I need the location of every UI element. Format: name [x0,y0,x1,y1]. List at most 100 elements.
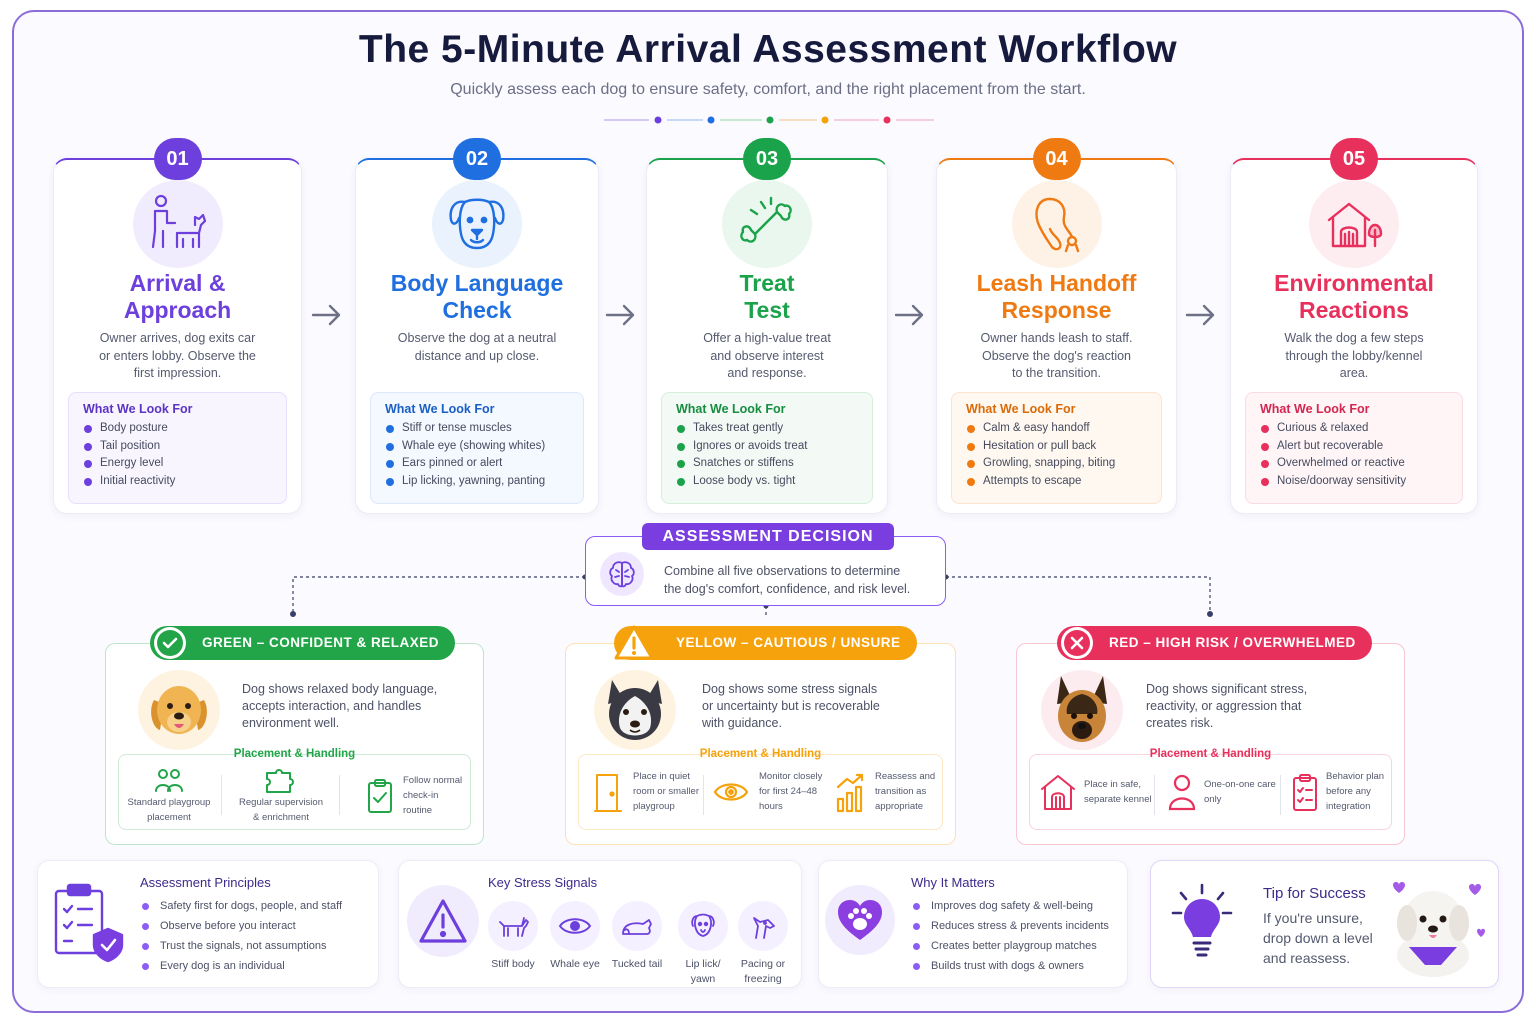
bone-icon [722,180,812,268]
look-for-item: Alert but recoverable [1260,438,1448,456]
step-description: Owner hands leash to staff.Observe the d… [980,331,1133,380]
tip-title: Tip for Success [1263,885,1366,902]
look-for-item: Hesitation or pull back [966,438,1147,456]
signal-stiff-body: Stiff body [483,901,543,972]
arrow-right-icon [311,304,341,326]
step-title: Arrival &Approach [123,270,232,323]
outcome-label-red: RED – HIGH RISK / OVERWHELMED [1057,626,1372,660]
bar-chart-up-icon [836,773,864,812]
dog-head-icon [738,901,788,951]
tip-for-success-card: Tip for Success If you're unsure,drop do… [1150,860,1499,988]
divider [221,775,222,815]
page-title: The 5-Minute Arrival Assessment Workflow [358,28,1178,71]
clipboard-check-icon [367,778,392,813]
decorative-dot-divider [604,116,934,124]
look-for-title: What We Look For [676,402,786,416]
divider [339,775,340,815]
signal-whale-eye: Whale eye [545,901,605,972]
placement-item: Place in safe,separate kennel [1040,773,1152,811]
door-icon [594,773,622,812]
look-for-item: Energy level [83,455,272,473]
step-number-badge: 05 [1330,138,1378,180]
matters-title: Why It Matters [911,875,995,890]
outcome-card-green: GREEN – CONFIDENT & RELAXED Dog shows re… [105,626,484,845]
warning-icon [407,885,479,957]
key-stress-signals-card: Key Stress Signals Stiff body Whale eye … [398,860,802,988]
step-number-badge: 01 [153,138,202,180]
placement-title: Placement & Handling [233,748,356,760]
look-for-item: Lip licking, yawning, panting [385,473,569,491]
placement-title: Placement & Handling [699,748,822,760]
person-with-dog-icon [132,180,223,268]
look-for-item: Noise/doorway sensitivity [1260,473,1448,491]
page-subtitle: Quickly assess each dog to ensure safety… [450,81,1086,98]
look-for-item: Body posture [83,420,272,438]
arrow-right-icon [894,304,924,326]
eye-icon [713,782,749,801]
signals-title: Key Stress Signals [488,875,598,890]
look-for-item: Ignores or avoids treat [676,438,858,456]
divider [1280,775,1281,815]
look-for-box: What We Look For Takes treat gently Igno… [661,392,873,504]
look-for-item: Attempts to escape [966,473,1147,491]
assessment-principles-card: Assessment Principles Safety first for d… [37,860,379,988]
step-number-badge: 02 [453,138,501,180]
kennel-house-icon [1309,180,1399,268]
stiff-dog-icon [488,901,538,951]
matters-item: Builds trust with dogs & owners [911,956,1109,976]
look-for-item: Loose body vs. tight [676,473,858,491]
clipboard-shield-icon [54,883,124,963]
look-for-box: What We Look For Stiff or tense muscles … [370,392,584,504]
placement-item: Regular supervision& enrichment [231,767,331,825]
divider [703,775,704,815]
look-for-item: Overwhelmed or reactive [1260,455,1448,473]
husky-avatar [594,670,676,750]
outcome-label-green: GREEN – CONFIDENT & RELAXED [150,626,456,660]
german-shepherd-avatar [1041,670,1123,750]
look-for-box: What We Look For Calm & easy handoff Hes… [951,392,1162,504]
step-number-badge: 04 [1032,138,1081,180]
puzzle-icon [266,769,294,793]
warning-triangle-icon [612,622,656,664]
divider [1154,775,1155,815]
placement-title: Placement & Handling [1149,748,1272,760]
matters-item: Creates better playgroup matches [911,936,1109,956]
look-for-box: What We Look For Curious & relaxed Alert… [1245,392,1463,504]
look-for-item: Calm & easy handoff [966,420,1147,438]
look-for-item: Takes treat gently [676,420,858,438]
step-card-1: 01 Arrival &Approach Owner arrives, dog … [53,138,302,514]
group-icon [155,769,183,792]
look-for-title: What We Look For [385,402,495,416]
x-circle-icon [1061,627,1093,659]
matters-item: Reduces stress & prevents incidents [911,916,1109,936]
decision-text: Combine all five observations to determi… [664,564,911,596]
signal-tucked-tail: Tucked tail [607,901,667,972]
principle-item: Every dog is an individual [140,956,342,976]
outcome-description: Dog shows significant stress,reactivity,… [1146,682,1308,730]
dog-face-icon [678,901,728,951]
look-for-item: Snatches or stiffens [676,455,858,473]
look-for-title: What We Look For [966,402,1076,416]
look-for-box: What We Look For Body posture Tail posit… [68,392,287,504]
assessment-decision-label: ASSESSMENT DECISION [642,523,894,550]
principles-title: Assessment Principles [140,875,271,890]
outcome-card-red: RED – HIGH RISK / OVERWHELMED Dog shows … [1016,626,1405,845]
lightbulb-icon [1171,883,1233,957]
checklist-icon [1293,773,1317,811]
dog-face-icon [432,180,522,268]
step-number-badge: 03 [743,138,791,180]
